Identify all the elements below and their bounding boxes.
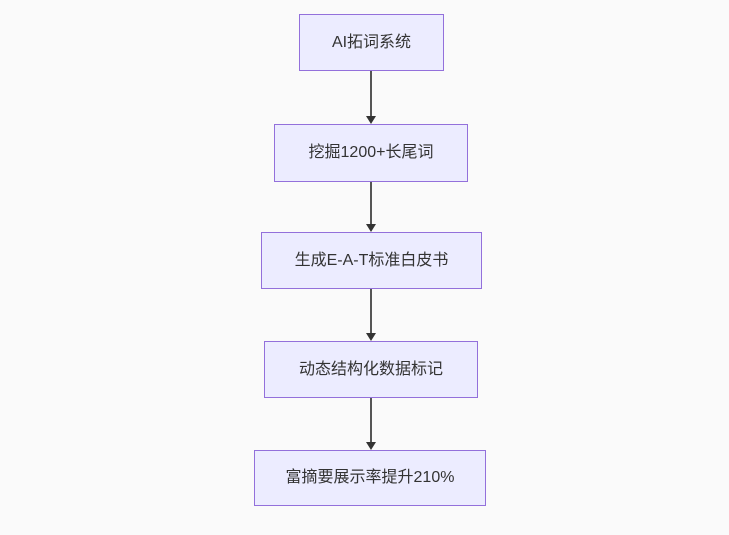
flow-arrow-3 xyxy=(366,289,376,341)
flow-node-label: 动态结构化数据标记 xyxy=(298,360,443,378)
arrow-line xyxy=(370,398,372,443)
flow-node-label: 生成E-A-T标准白皮书 xyxy=(294,251,449,269)
flow-node-rich-snippet-result: 富摘要展示率提升210% xyxy=(254,450,486,506)
arrow-down-icon xyxy=(366,442,376,450)
flow-node-structured-data-markup: 动态结构化数据标记 xyxy=(264,341,478,398)
arrow-down-icon xyxy=(366,333,376,341)
arrow-down-icon xyxy=(366,224,376,232)
flow-arrow-2 xyxy=(366,182,376,232)
flow-node-label: 挖掘1200+长尾词 xyxy=(308,144,434,161)
flow-arrow-4 xyxy=(366,398,376,450)
arrow-down-icon xyxy=(366,116,376,124)
flow-arrow-1 xyxy=(366,71,376,124)
arrow-line xyxy=(370,182,372,225)
flow-node-label: AI拓词系统 xyxy=(331,33,412,51)
arrow-line xyxy=(370,289,372,334)
flow-node-eat-whitepaper: 生成E-A-T标准白皮书 xyxy=(261,232,482,289)
flow-node-label: 富摘要展示率提升210% xyxy=(285,469,455,486)
flow-node-ai-word-expansion: AI拓词系统 xyxy=(299,14,444,71)
flow-node-longtail-keywords: 挖掘1200+长尾词 xyxy=(274,124,468,182)
arrow-line xyxy=(370,71,372,117)
